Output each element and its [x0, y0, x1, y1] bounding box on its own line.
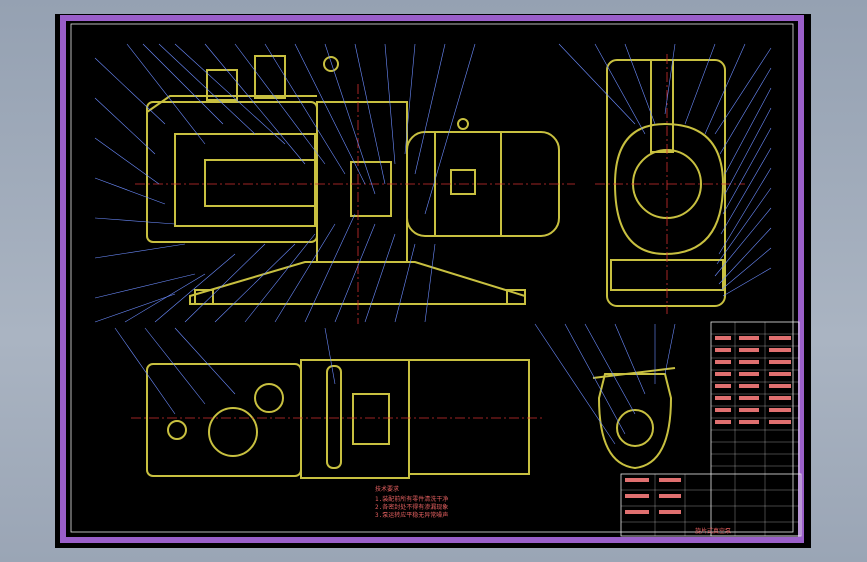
- top-motor: [408, 359, 530, 475]
- base-foot-left: [194, 289, 214, 305]
- sheet-frame-outer: [60, 15, 804, 543]
- detail-lever: [592, 367, 676, 379]
- cad-drawing-canvas[interactable]: [55, 14, 811, 548]
- rotor: [204, 159, 316, 207]
- technical-requirements-title: 技术要求: [375, 486, 400, 493]
- top-slot: [326, 365, 342, 469]
- side-exhaust: [650, 59, 674, 153]
- parts-list-table[interactable]: [620, 321, 802, 537]
- technical-requirement-line: 3.泵运转应平稳无异常噪声: [375, 512, 449, 519]
- terminal-box: [450, 169, 476, 195]
- top-pump-body: [146, 363, 302, 477]
- top-terminal-plate: [352, 393, 390, 445]
- technical-requirement-line: 1.装配前所有零件清洗干净: [375, 496, 449, 503]
- shaft-coupling: [350, 161, 392, 217]
- valve-cap: [206, 69, 238, 101]
- leader-lines: [94, 43, 772, 445]
- top-bracket: [300, 359, 410, 479]
- lifting-eye: [457, 118, 469, 130]
- gauge: [323, 56, 339, 72]
- drawing-viewport[interactable]: 技术要求 1.装配前所有零件清洗干净 2.各密封处不得有渗漏现象 3.泵运转应平…: [55, 14, 811, 548]
- technical-requirement-line: 2.各密封处不得有渗漏现象: [375, 504, 449, 511]
- title-block-name: 旋片式真空泵: [695, 528, 732, 535]
- oil-tank-top: [146, 95, 317, 113]
- top-view[interactable]: [146, 359, 530, 479]
- side-volute: [613, 122, 725, 256]
- front-section-view[interactable]: [146, 55, 560, 305]
- pump-inner-chamber: [174, 133, 316, 227]
- top-gear-small: [254, 383, 284, 413]
- sheet-frame-inner: [70, 23, 794, 533]
- detail-view[interactable]: [592, 367, 676, 470]
- detail-bore: [616, 409, 654, 447]
- detail-casing: [597, 373, 673, 470]
- top-gear-large: [208, 407, 258, 457]
- top-flange: [167, 420, 187, 440]
- pump-housing: [146, 101, 318, 243]
- base-foot-right: [506, 289, 526, 305]
